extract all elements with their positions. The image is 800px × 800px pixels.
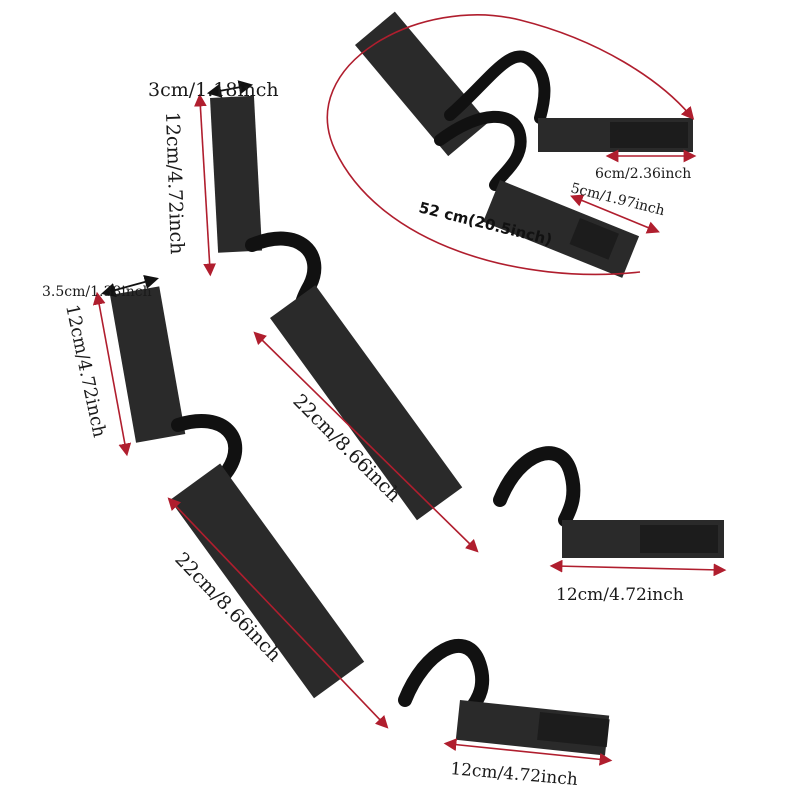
end-upper-arrow <box>549 559 727 577</box>
left-height-arrow <box>92 291 132 457</box>
label-inset-width-a: 6cm/2.36inch <box>595 166 691 182</box>
inset-tube-2 <box>434 110 527 191</box>
upper-end-velcro <box>640 525 718 553</box>
inset-strap <box>355 11 693 278</box>
top-height-arrow <box>193 93 217 277</box>
dimension-lines <box>92 14 727 766</box>
label-top-height: 12cm/4.72inch <box>161 111 188 254</box>
label-left-width: 3.5cm/1.38inch <box>42 284 152 300</box>
label-top-width: 3cm/1.18inch <box>148 79 279 101</box>
end-lower-arrow <box>443 738 613 766</box>
label-end-lower: 12cm/4.72inch <box>450 759 579 790</box>
inset-end-velcro <box>610 122 688 148</box>
top-width-arrow <box>206 80 254 98</box>
upper-short-loop <box>210 95 263 253</box>
upper-tube-2 <box>493 446 581 527</box>
label-inset-width-b: 5cm/1.97inch <box>569 180 666 219</box>
label-end-upper: 12cm/4.72inch <box>556 585 684 605</box>
left-width-arrow <box>101 274 159 298</box>
inset-short-loop <box>355 11 489 157</box>
inset-total-arc <box>326 14 695 276</box>
mid-upper-arrow <box>253 331 479 553</box>
inset-width-b-arrow <box>570 194 660 234</box>
lower-tube-2 <box>398 638 490 717</box>
inset-tube-1 <box>444 50 551 124</box>
mid-lower-arrow <box>167 497 389 729</box>
